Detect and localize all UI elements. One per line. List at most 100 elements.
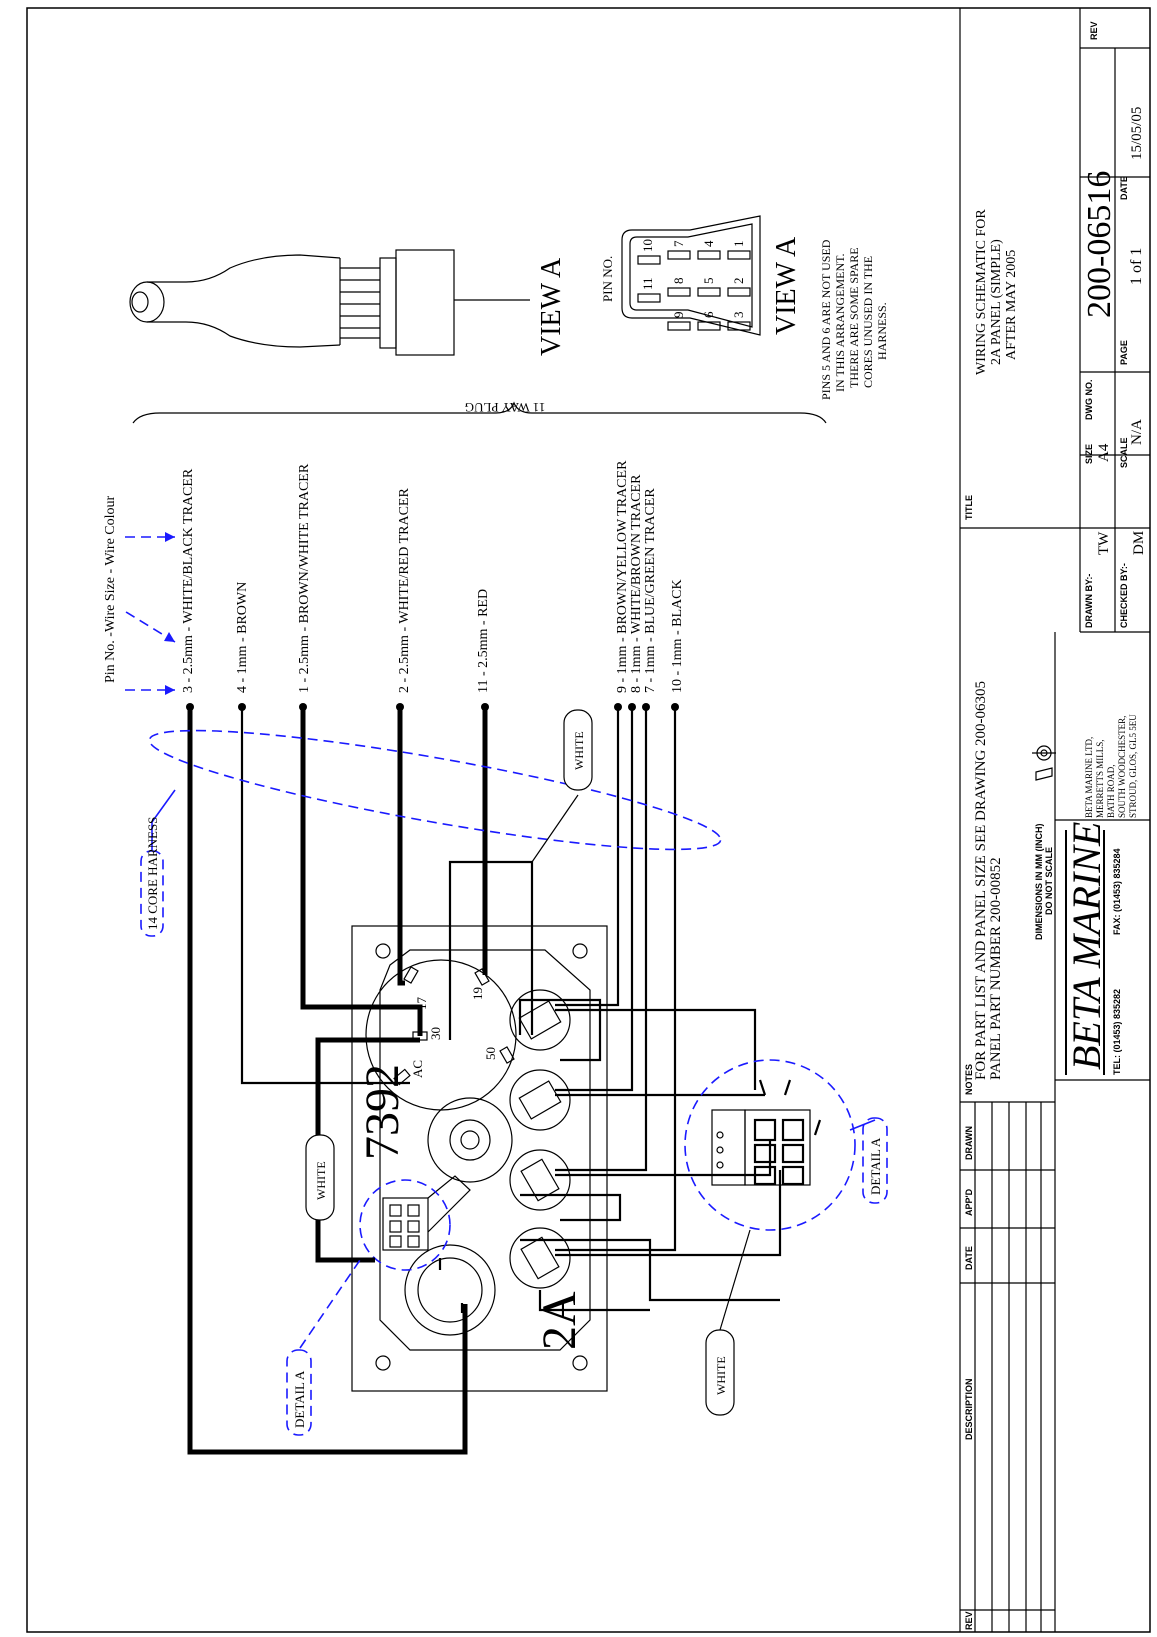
warning-light-icon: [509, 1069, 571, 1131]
plug-note-2: IN THIS ARRANGEMENT.: [833, 253, 847, 392]
size-value: A4: [1096, 443, 1112, 462]
address-4: SOUTH WOODCHESTER,: [1117, 716, 1127, 818]
plug-note-4: CORES UNUSED IN THE: [861, 256, 875, 388]
drawn-col-header: DRAWN: [964, 1126, 974, 1160]
panel-outline: [351, 925, 608, 1392]
pin-no-label: PIN NO.: [600, 256, 615, 302]
notes-line-2: PANEL PART NUMBER 200-00852: [988, 857, 1004, 1080]
page-value: 1 of 1: [1128, 248, 1145, 285]
white-label-box-top: [563, 709, 593, 791]
wire-row-1: 1 - 2.5mm - BROWN/WHITE TRACER: [297, 463, 312, 693]
harness-leader: [151, 789, 176, 850]
date-col-header: DATE: [964, 1246, 974, 1270]
harness-cable-icon: [129, 249, 530, 356]
scale-value: N/A: [1129, 419, 1145, 445]
plug-note-3: THERE ARE SOME SPARE: [847, 247, 861, 388]
pin-5: 5: [701, 278, 716, 285]
page-label: PAGE: [1119, 340, 1129, 365]
plug-face-icon: [621, 215, 761, 336]
dims-note-2: DO NOT SCALE: [1044, 847, 1054, 915]
brand-logo: BETA MARINE: [1064, 822, 1109, 1070]
white-label-left: WHITE: [314, 1161, 328, 1200]
panel-engraving-top: 7392: [356, 1064, 409, 1160]
wire-row-4: 4 - 1mm - BROWN: [235, 582, 250, 693]
drawn-by-label: DRAWN BY:-: [1084, 574, 1094, 628]
pin-4: 4: [701, 240, 716, 247]
scale-label: SCALE: [1119, 437, 1129, 468]
address-1: BETA MARINE LTD,: [1084, 737, 1094, 818]
panel-engraving-bottom: 2A: [533, 1291, 586, 1350]
wire-row-9: 9 - 1mm - BROWN/YELLOW TRACER: [615, 460, 630, 693]
fax-text: FAX: (01453) 835284: [1112, 848, 1122, 935]
plug-pins: 11 10 9 8 7 6 5 4 3 2 1: [637, 239, 751, 331]
address-3: BATH ROAD,: [1106, 764, 1116, 818]
address-5: STROUD, GLOS, GL5 5EU: [1128, 714, 1138, 818]
buzzer-icon: [427, 1097, 513, 1183]
terminal-19: 19: [470, 987, 485, 1000]
pin-10: 10: [640, 239, 655, 252]
plug-note-5: HARNESS.: [875, 302, 889, 360]
description-col-header: DESCRIPTION: [964, 1378, 974, 1440]
terminal-50: 50: [483, 1047, 498, 1060]
drawn-by: TW: [1096, 531, 1112, 555]
header-arrows: [125, 532, 176, 695]
checked-by-label: CHECKED BY:-: [1119, 563, 1129, 628]
plug-bracket: [132, 401, 827, 424]
detail-a-label-box-right: [862, 1117, 888, 1204]
wire-row-10: 10 - 1mm - BLACK: [670, 579, 685, 693]
view-a-label-plug: VIEW A: [771, 236, 802, 335]
title-block: REV DWG NO. 200-06516 PAGE 1 of 1 DATE 1…: [959, 8, 1150, 1632]
detail-a-enlarged: [684, 1059, 856, 1231]
projection-symbol-icon: [1032, 745, 1056, 781]
notes-line-1: FOR PART LIST AND PANEL SIZE SEE DRAWING…: [973, 681, 989, 1080]
dwg-no: 200-06516: [1081, 171, 1118, 318]
tel-text: TEL: (01453) 835282: [1112, 989, 1122, 1075]
view-a-label-cable: VIEW A: [536, 257, 567, 356]
pin-7: 7: [671, 240, 686, 247]
wire-row-11: 11 - 2.5mm - RED: [476, 589, 491, 693]
rev-col-header: REV: [964, 1611, 974, 1630]
title-line-3: AFTER MAY 2005: [1004, 250, 1019, 360]
wire-row-8: 8 - 1mm - WHITE/BROWN TRACER: [629, 474, 644, 693]
dims-note-1: DIMENSIONS IN MM (INCH): [1034, 824, 1044, 941]
appd-col-header: APP'D: [964, 1188, 974, 1216]
pin-6: 6: [701, 311, 716, 318]
title-label: TITLE: [964, 495, 974, 520]
warning-light-icon: [509, 1227, 571, 1289]
pin-9: 9: [671, 312, 686, 319]
title-line-1: WIRING SCHEMATIC FOR: [974, 209, 989, 375]
revision-table: REV DESCRIPTION DATE APP'D DRAWN: [960, 1101, 1055, 1632]
harness-ellipse: [148, 729, 722, 851]
white-label-top: WHITE: [572, 731, 586, 770]
white-label-bottom: WHITE: [714, 1356, 728, 1395]
address-2: MERRETTS MILLS,: [1095, 739, 1105, 818]
pin-8: 8: [671, 278, 686, 285]
terminal-ac: AC: [410, 1060, 425, 1078]
pin-11: 11: [640, 277, 655, 290]
plug-note-1: PINS 5 AND 6 ARE NOT USED: [819, 239, 833, 400]
warning-light-icon: [509, 989, 571, 1051]
pin-1: 1: [731, 241, 746, 248]
detail-a-label-right: DETAIL A: [868, 1137, 883, 1195]
white-label-box-bottom: [705, 1329, 735, 1416]
wire-row-7: 7 - 1mm - BLUE/GREEN TRACER: [643, 488, 658, 693]
wires: [186, 703, 782, 1455]
harness-label-box: [140, 850, 164, 937]
title-line-2: 2A PANEL (SIMPLE): [989, 239, 1004, 365]
pin-3: 3: [731, 312, 746, 319]
push-button-icon: [404, 1244, 496, 1336]
connector-block-icon: [382, 1175, 471, 1251]
checked-by: DM: [1131, 531, 1147, 555]
white-label-box-left: [305, 1134, 335, 1221]
date-label: DATE: [1119, 176, 1129, 200]
wire-row-3: 3 - 2.5mm - WHITE/BLACK TRACER: [181, 468, 196, 693]
wire-table: Pin No. -Wire Size - Wire Colour 3 - 2.5…: [103, 400, 827, 695]
detail-a-label-left: DETAIL A: [292, 1370, 307, 1428]
plug-bracket-label: 11 WAY PLUG: [465, 400, 546, 415]
notes-heading: NOTES: [964, 1064, 974, 1095]
harness-label: 14 CORE HARNESS: [145, 817, 160, 930]
size-label: SIZE: [1084, 444, 1094, 464]
wire-table-header: Pin No. -Wire Size - Wire Colour: [103, 495, 118, 683]
pin-2: 2: [731, 278, 746, 285]
